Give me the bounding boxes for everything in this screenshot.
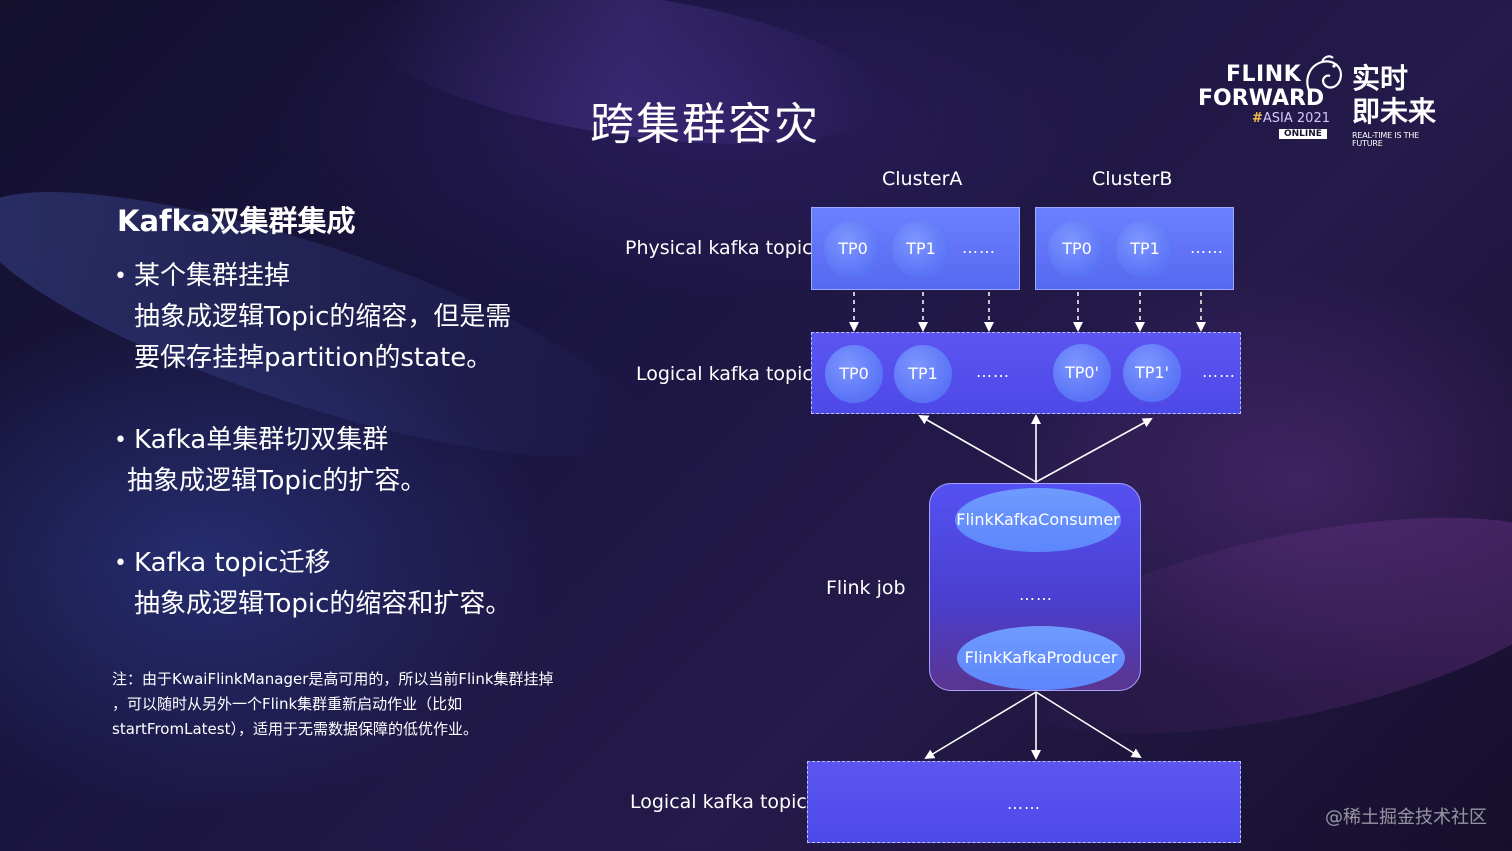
bullet-line: 抽象成逻辑Topic的扩容。 <box>127 466 427 496</box>
partition-node: TP1 <box>1116 220 1174 278</box>
partition-node: TP0 <box>825 345 883 403</box>
logo-online-badge: ONLINE <box>1279 129 1327 139</box>
physical-topic-cluster-a: TP0 TP1 …… <box>811 207 1020 290</box>
bullet-dot: • <box>114 551 127 576</box>
partition-node: TP1 <box>894 345 952 403</box>
ellipsis: …… <box>976 362 1010 381</box>
ellipsis: …… <box>1190 238 1224 257</box>
partition-node: TP1' <box>1123 344 1181 402</box>
ellipsis: …… <box>1019 585 1053 604</box>
cluster-b-label: ClusterB <box>1092 168 1173 190</box>
footnote-line: ，可以随时从另外一个Flink集群重新启动作业（比如 <box>112 695 463 713</box>
logical-topic-box-bottom: …… <box>807 761 1241 843</box>
logo-event: #ASIA 2021 <box>1252 112 1330 126</box>
physical-topic-cluster-b: TP0 TP1 …… <box>1035 207 1234 290</box>
footnote: 注：由于KwaiFlinkManager是高可用的，所以当前Flink集群挂掉 … <box>112 667 572 742</box>
bullet-dot: • <box>114 428 127 453</box>
logo-cn-line1: 实时 <box>1352 62 1409 95</box>
partition-node: TP1 <box>892 220 950 278</box>
logo-cn-line2: 即未来 <box>1352 95 1437 128</box>
bullet-line: 要保存挂掉partition的state。 <box>134 343 493 373</box>
cluster-a-label: ClusterA <box>882 168 963 190</box>
bullet-item: • Kafka单集群切双集群 抽象成逻辑Topic的扩容。 <box>114 420 426 502</box>
ellipsis: …… <box>962 238 996 257</box>
produce-arrow <box>1035 691 1142 759</box>
logical-topic-box: TP0 TP1 …… TP0' TP1' …… <box>811 332 1241 414</box>
flink-kafka-producer: FlinkKafkaProducer <box>957 626 1125 690</box>
logical-topic-label: Logical kafka topic <box>630 791 807 813</box>
flink-job-box: FlinkKafkaConsumer …… FlinkKafkaProducer <box>929 483 1141 691</box>
watermark: @稀土掘金技术社区 <box>1325 807 1487 828</box>
bullet-dot: • <box>114 264 127 289</box>
consume-arrow <box>918 415 1037 483</box>
partition-node: TP0 <box>824 220 882 278</box>
flink-job-label: Flink job <box>826 577 906 599</box>
footnote-line: 注：由于KwaiFlinkManager是高可用的，所以当前Flink集群挂掉 <box>112 670 554 688</box>
bullet-line: Kafka单集群切双集群 <box>134 425 389 455</box>
physical-topic-label: Physical kafka topic <box>625 237 813 259</box>
bullet-line: 抽象成逻辑Topic的缩容，但是需 <box>134 302 512 332</box>
squirrel-icon <box>1306 55 1342 93</box>
bullet-line: Kafka topic迁移 <box>134 548 331 578</box>
partition-node: TP0 <box>1048 220 1106 278</box>
logo-forward-text: FORWARD <box>1198 86 1325 111</box>
consume-arrow <box>1035 418 1153 483</box>
bullet-item: • Kafka topic迁移 抽象成逻辑Topic的缩容和扩容。 <box>114 543 512 625</box>
partition-node: TP0' <box>1053 344 1111 402</box>
section-heading: Kafka双集群集成 <box>117 204 356 238</box>
bullet-item: • 某个集群挂掉 抽象成逻辑Topic的缩容，但是需 要保存挂掉partitio… <box>114 256 512 379</box>
flink-forward-logo: FLINK FORWARD #ASIA 2021 ONLINE 实时 即未来 R… <box>1196 55 1446 148</box>
bullet-line: 某个集群挂掉 <box>134 261 291 291</box>
ellipsis: …… <box>1007 794 1041 813</box>
footnote-line: startFromLatest），适用于无需数据保障的低优作业。 <box>112 720 478 738</box>
ellipsis: …… <box>1202 362 1236 381</box>
slide-title: 跨集群容灾 <box>590 99 820 150</box>
produce-arrow <box>924 691 1037 760</box>
logo-flink-text: FLINK <box>1226 62 1302 87</box>
logo-tagline: REAL-TIME IS THE FUTURE <box>1352 131 1420 148</box>
logo-hash: # <box>1252 111 1263 126</box>
flink-kafka-consumer: FlinkKafkaConsumer <box>955 488 1121 552</box>
logo-event-text: ASIA 2021 <box>1262 111 1330 126</box>
logical-topic-label: Logical kafka topic <box>636 363 813 385</box>
bullet-line: 抽象成逻辑Topic的缩容和扩容。 <box>134 589 512 619</box>
